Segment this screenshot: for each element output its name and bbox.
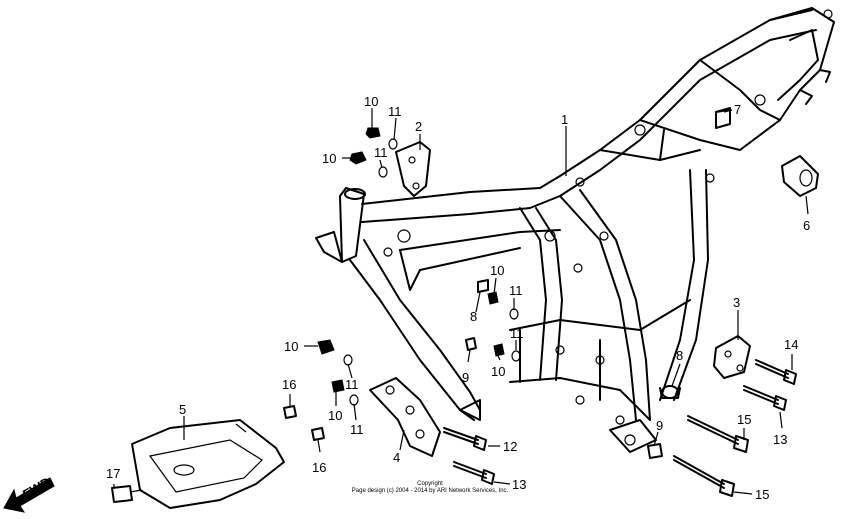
- callout-10-d: 10: [328, 408, 342, 423]
- callout-13-b: 13: [773, 432, 787, 447]
- copyright-line-2: Page design (c) 2004 - 2014 by ARI Netwo…: [351, 488, 509, 494]
- callout-15-b: 15: [755, 487, 769, 502]
- skid-plate-5: [131, 419, 285, 509]
- clip-6: [781, 155, 819, 197]
- callout-4: 4: [393, 450, 400, 465]
- frame-body: [315, 7, 835, 453]
- callout-6: 6: [803, 218, 810, 233]
- callout-12: 12: [503, 439, 517, 454]
- leader-lines: [113, 108, 809, 495]
- fwd-arrow: FWD: [3, 474, 55, 513]
- callout-15-a: 15: [737, 412, 751, 427]
- callout-17: 17: [106, 466, 120, 481]
- callout-5: 5: [179, 402, 186, 417]
- callout-1: 1: [561, 112, 568, 127]
- callout-10-b: 10: [322, 151, 336, 166]
- callout-10-a: 10: [364, 94, 378, 109]
- callout-9-left: 9: [462, 370, 469, 385]
- callout-11-f: 11: [510, 326, 524, 341]
- copyright-notice: Copyright Page design (c) 2004 - 2014 by…: [330, 481, 530, 495]
- callout-11-e: 11: [509, 283, 523, 298]
- callout-labels: 1 2 3 4 5 6 7 8 8 9 9 10 10 10 10 10 10 …: [106, 94, 810, 502]
- callout-2: 2: [415, 119, 422, 134]
- callout-8-left: 8: [470, 309, 477, 324]
- callout-10-c: 10: [284, 339, 298, 354]
- bracket-3: [713, 335, 751, 379]
- callout-3: 3: [733, 295, 740, 310]
- fasteners: [111, 109, 797, 503]
- callout-11-b: 11: [374, 145, 388, 160]
- callout-8-right: 8: [676, 348, 683, 363]
- callout-10-f: 10: [491, 364, 505, 379]
- callout-16-a: 16: [282, 377, 296, 392]
- callout-7: 7: [734, 102, 741, 117]
- callout-11-a: 11: [388, 104, 402, 119]
- fwd-label: FWD: [20, 474, 53, 502]
- callout-11-d: 11: [350, 422, 364, 437]
- callout-16-b: 16: [312, 460, 326, 475]
- callout-14: 14: [784, 337, 798, 352]
- bracket-2: [395, 141, 431, 197]
- copyright-line-1: Copyright: [417, 481, 443, 487]
- callout-13-a: 13: [512, 477, 526, 492]
- hanger-plate-4: [369, 377, 441, 457]
- callout-9-right: 9: [656, 418, 663, 433]
- callout-10-e: 10: [490, 263, 504, 278]
- callout-11-c: 11: [345, 377, 359, 392]
